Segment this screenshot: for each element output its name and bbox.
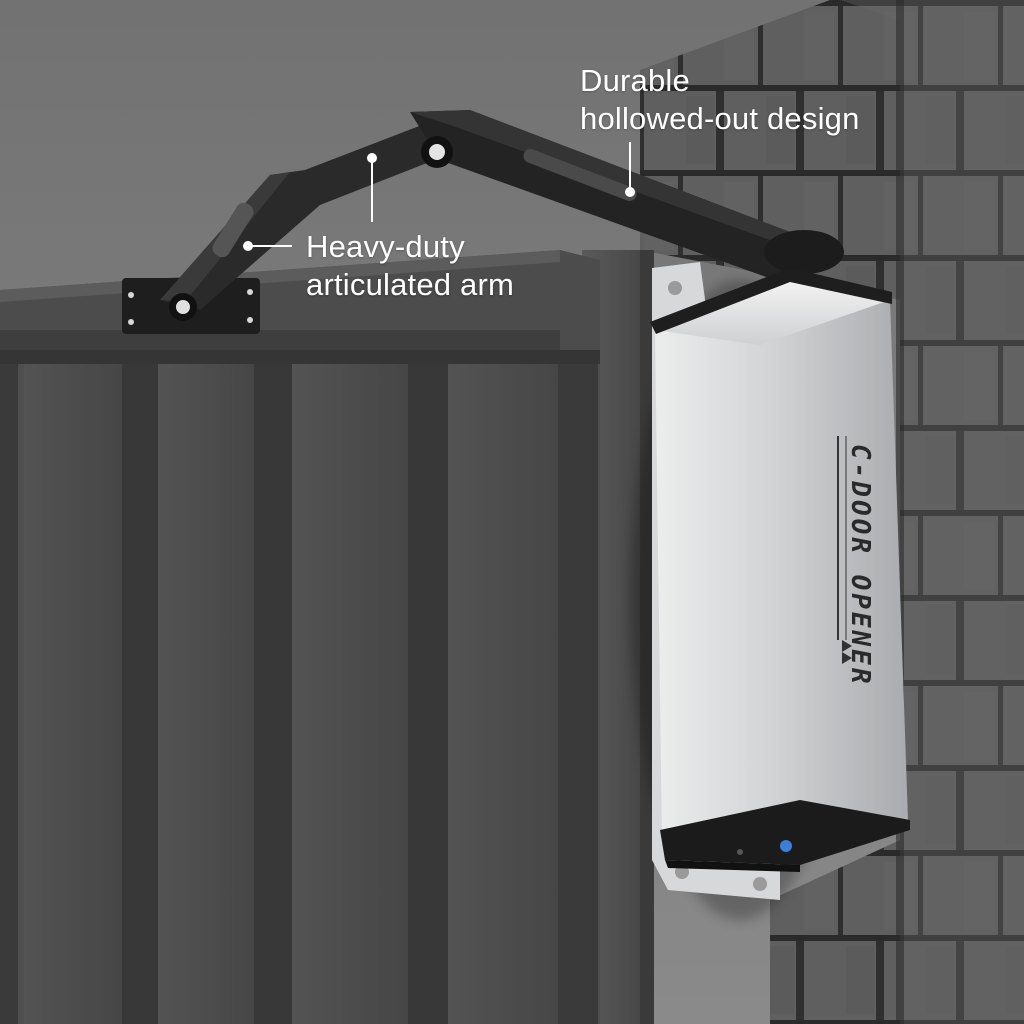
callout-arm-line2: articulated arm <box>306 267 515 302</box>
brand-label: C-DOOR OPENER <box>845 444 875 687</box>
sensor-light <box>780 840 792 852</box>
callout-arm-line1: Heavy-duty <box>306 229 465 264</box>
gate-slats <box>0 360 598 1024</box>
chevrons-icon <box>842 640 852 664</box>
callout-articulated-arm: Heavy-duty articulated arm <box>306 228 514 304</box>
articulated-arm <box>122 110 844 334</box>
callout-design-line1: Durable <box>580 63 690 98</box>
callout-leaders <box>243 142 635 251</box>
opener-housing: C-DOOR OPENER <box>650 262 910 900</box>
callout-design-line2: hollowed-out design <box>580 101 860 136</box>
gate-panel <box>0 250 600 1024</box>
callout-hollowed-design: Durable hollowed-out design <box>580 62 860 138</box>
